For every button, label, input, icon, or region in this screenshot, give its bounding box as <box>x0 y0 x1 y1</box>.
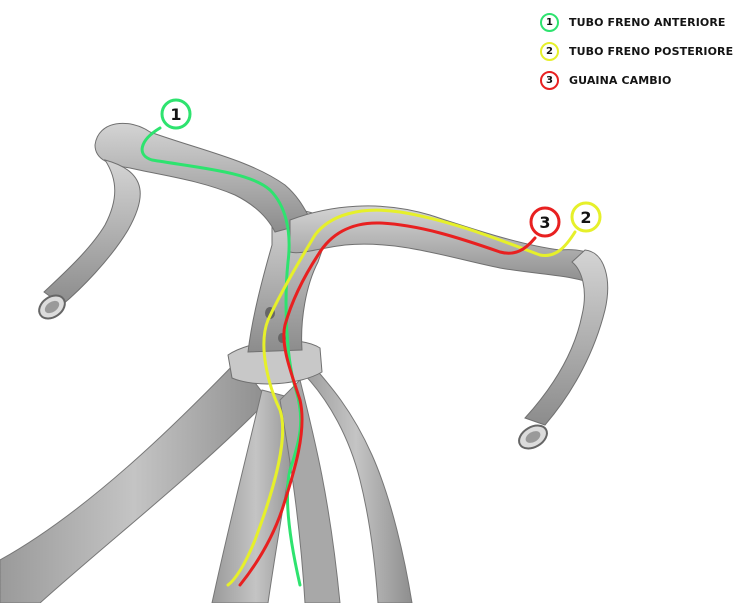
callout-3-number: 3 <box>539 213 550 232</box>
legend-label-front-brake: TUBO FRENO ANTERIORE <box>569 16 726 29</box>
callout-1: 1 <box>162 100 190 128</box>
legend: 1 TUBO FRENO ANTERIORE 2 TUBO FRENO POST… <box>540 10 730 97</box>
callout-1-number: 1 <box>170 105 181 124</box>
legend-badge-2: 2 <box>540 42 559 61</box>
legend-badge-1: 1 <box>540 13 559 32</box>
legend-badge-3: 3 <box>540 71 559 90</box>
frame <box>0 209 412 603</box>
handlebar-drop-left <box>44 160 140 305</box>
cable-routes <box>142 128 575 585</box>
legend-label-derailleur: GUAINA CAMBIO <box>569 74 671 87</box>
legend-label-rear-brake: TUBO FRENO POSTERIORE <box>569 45 733 58</box>
handlebar <box>35 123 608 453</box>
legend-item-derailleur: 3 GUAINA CAMBIO <box>540 68 730 92</box>
callout-3: 3 <box>531 208 559 236</box>
legend-item-front-brake: 1 TUBO FRENO ANTERIORE <box>540 10 730 34</box>
callout-2-number: 2 <box>580 208 591 227</box>
callout-2: 2 <box>572 203 600 231</box>
legend-item-rear-brake: 2 TUBO FRENO POSTERIORE <box>540 39 730 63</box>
